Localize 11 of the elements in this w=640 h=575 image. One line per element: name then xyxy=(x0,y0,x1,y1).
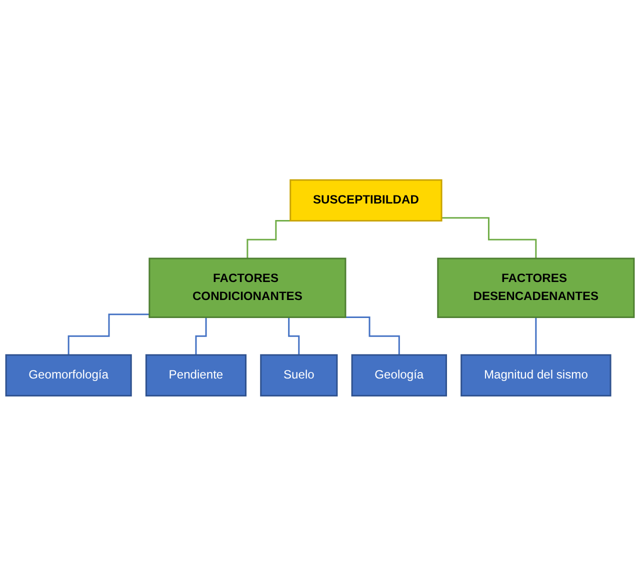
node-box: Pendiente xyxy=(145,354,247,396)
node-box: FACTORES CONDICIONANTES xyxy=(148,257,346,318)
node-box: FACTORES DESENCADENANTES xyxy=(437,257,635,318)
connector xyxy=(68,313,150,356)
node-box: Suelo xyxy=(260,354,338,396)
connector xyxy=(442,216,537,259)
node-box: SUSCEPTIBILDAD xyxy=(290,178,442,222)
node-box: Magnitud del sismo xyxy=(460,354,612,396)
node-box: Geología xyxy=(351,354,447,396)
node-box: Geomorfología xyxy=(5,354,132,396)
connector xyxy=(535,316,537,356)
